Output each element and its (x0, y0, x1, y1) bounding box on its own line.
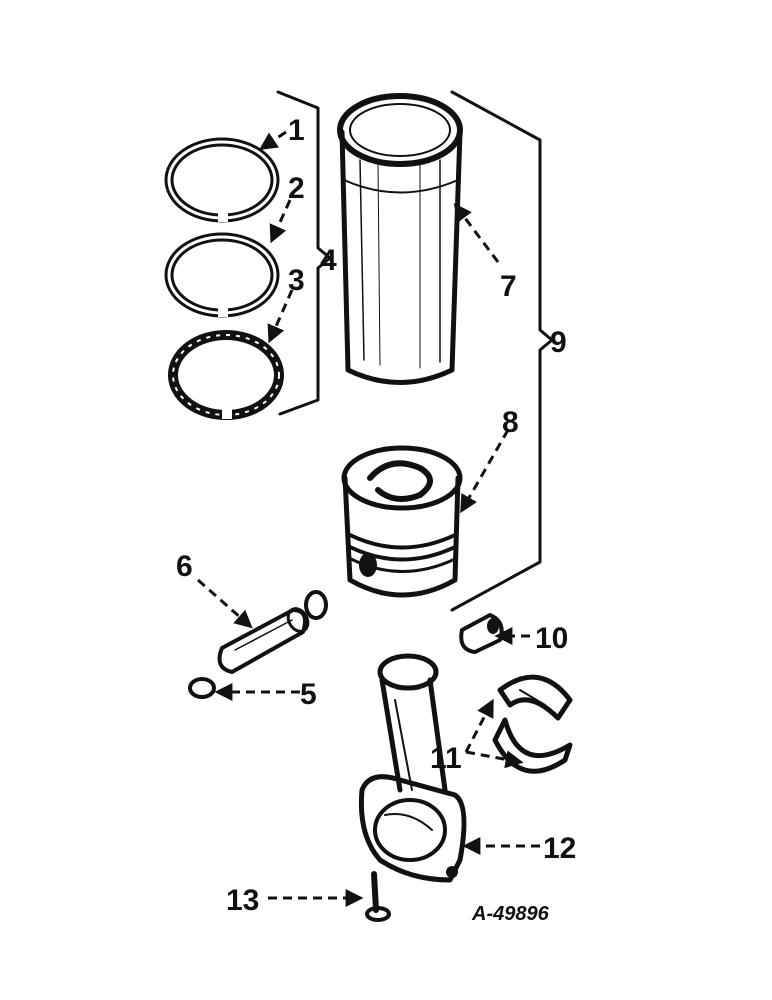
callout-9: 9 (550, 326, 567, 359)
callout-8: 8 (502, 406, 519, 439)
callout-3: 3 (288, 264, 305, 297)
pin-retainer-upper (304, 590, 328, 620)
reference-code: A-49896 (471, 903, 550, 925)
sleeve-piston-bracket (450, 90, 554, 612)
piston (341, 445, 463, 598)
rod-bolt (365, 871, 391, 922)
pin-retainer-lower (188, 677, 216, 699)
piston-pin-bushing (459, 613, 504, 654)
callout-7: 7 (500, 270, 517, 303)
callout-12: 12 (543, 832, 576, 865)
callout-6: 6 (176, 550, 193, 583)
cylinder-sleeve (337, 93, 463, 385)
connecting-rod-bearing (492, 674, 573, 774)
piston-pin (217, 607, 310, 674)
leader-lines (197, 130, 540, 907)
callout-1: 1 (288, 114, 305, 147)
callout-2: 2 (288, 172, 305, 205)
piston-ring-2 (164, 232, 280, 318)
connecting-rod (358, 653, 467, 883)
callout-13: 13 (226, 884, 259, 917)
callout-4: 4 (320, 244, 337, 277)
piston-ring-1 (164, 137, 280, 223)
oil-control-ring-3 (168, 330, 284, 420)
ring-set-bracket (276, 90, 332, 416)
callout-5: 5 (300, 678, 317, 711)
callout-10: 10 (535, 622, 568, 655)
callout-11: 11 (430, 742, 462, 775)
